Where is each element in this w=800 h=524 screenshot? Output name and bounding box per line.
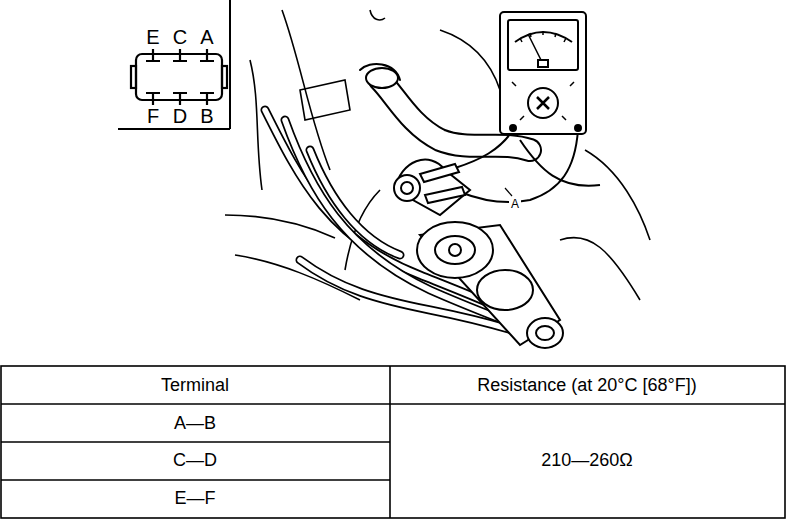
hose: [366, 68, 398, 88]
distributor: [449, 244, 461, 256]
terminal-pair: C—D: [173, 451, 217, 471]
test-lead: [460, 130, 578, 202]
connector-symbol: [131, 49, 227, 105]
pin-letter: D: [173, 105, 187, 127]
ohmmeter: [500, 12, 586, 134]
engine-outline: [440, 30, 500, 90]
distributor: [477, 270, 533, 310]
spark-plug-wires: [265, 110, 540, 330]
ohmmeter: [508, 20, 578, 70]
leader-line: [505, 188, 512, 196]
engine-outline: [250, 60, 262, 190]
pin-letter: B: [200, 105, 213, 127]
test-lead: [520, 140, 600, 186]
table-grid: [1, 479, 390, 481]
resistance-value: 210—260Ω: [541, 451, 633, 471]
test-probe: [420, 164, 465, 203]
spark-plug-wires: [310, 150, 400, 255]
harness-connector: [394, 175, 420, 201]
ohmmeter: [575, 125, 581, 131]
connector-frame: [229, 0, 231, 129]
connector-symbol: [222, 66, 227, 88]
connector-symbol: [146, 49, 214, 61]
terminal-pair: A—B: [174, 414, 216, 434]
ohmmeter: [500, 12, 586, 134]
connector-frame: [118, 0, 230, 129]
terminal-pair: E—F: [174, 489, 215, 509]
distributor: [417, 222, 563, 348]
table-grid: [1, 441, 390, 443]
callout-letter: A: [509, 198, 521, 211]
connector-frame: [118, 128, 230, 130]
test-probe: [425, 187, 465, 203]
harness-connector: [395, 160, 470, 215]
pin-letter: C: [173, 26, 187, 48]
pin-letter: A: [200, 26, 213, 48]
pin-letter: F: [147, 105, 159, 127]
table-grid: [1, 366, 785, 518]
ohmmeter: [528, 88, 558, 118]
connector-symbol: [146, 93, 214, 105]
engine-outline: [225, 215, 335, 238]
table-grid: [1, 403, 785, 405]
ohmmeter: [537, 97, 549, 109]
distributor: [536, 326, 554, 340]
ohmmeter: [510, 125, 516, 131]
test-lead: [455, 130, 513, 168]
pin-letter: E: [146, 26, 159, 48]
engine-outline: [282, 10, 330, 170]
ohmmeter: [512, 82, 574, 120]
harness-connector: [401, 182, 413, 194]
table-header: Terminal: [161, 376, 229, 396]
ohmmeter: [538, 60, 548, 67]
test-lead: [455, 130, 600, 202]
engine-outline: [560, 238, 640, 301]
spark-plug-wires: [310, 150, 400, 255]
connector-symbol: [131, 66, 136, 88]
table-header: Resistance (at 20°C [68°F]): [477, 376, 696, 396]
engine-outline: [585, 150, 650, 240]
ohmmeter: [520, 31, 566, 42]
distributor: [435, 236, 475, 264]
engine-outline: [300, 80, 350, 120]
table-grid: [1, 366, 785, 518]
harness-connector: [394, 160, 470, 215]
distributor: [417, 222, 493, 278]
engine-outline: [370, 10, 385, 20]
spark-plug-wires: [265, 110, 540, 330]
test-probe: [420, 164, 459, 182]
distributor: [527, 318, 563, 348]
ohmmeter: [515, 32, 572, 42]
